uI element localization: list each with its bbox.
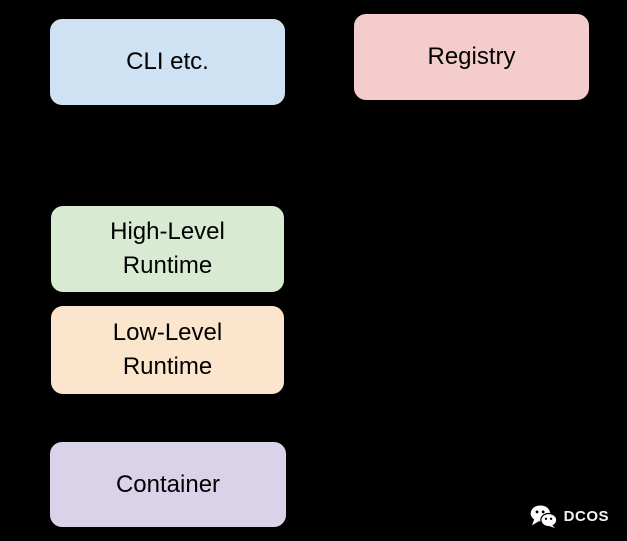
box-registry: Registry: [353, 13, 590, 101]
box-registry-label: Registry: [427, 43, 516, 71]
watermark-brand-text: DCOS: [563, 508, 609, 525]
box-container: Container: [49, 441, 287, 528]
wechat-icon: [530, 505, 557, 528]
box-high-level-runtime-label: High-Level Runtime: [110, 218, 225, 279]
box-high-level-runtime: High-Level Runtime: [50, 205, 285, 293]
box-cli-label: CLI etc.: [126, 48, 209, 76]
box-cli: CLI etc.: [49, 18, 286, 106]
box-low-level-runtime: Low-Level Runtime: [50, 305, 285, 395]
box-container-label: Container: [115, 470, 221, 498]
box-low-level-runtime-label: Low-Level Runtime: [112, 319, 223, 380]
watermark: DCOS: [530, 505, 609, 528]
